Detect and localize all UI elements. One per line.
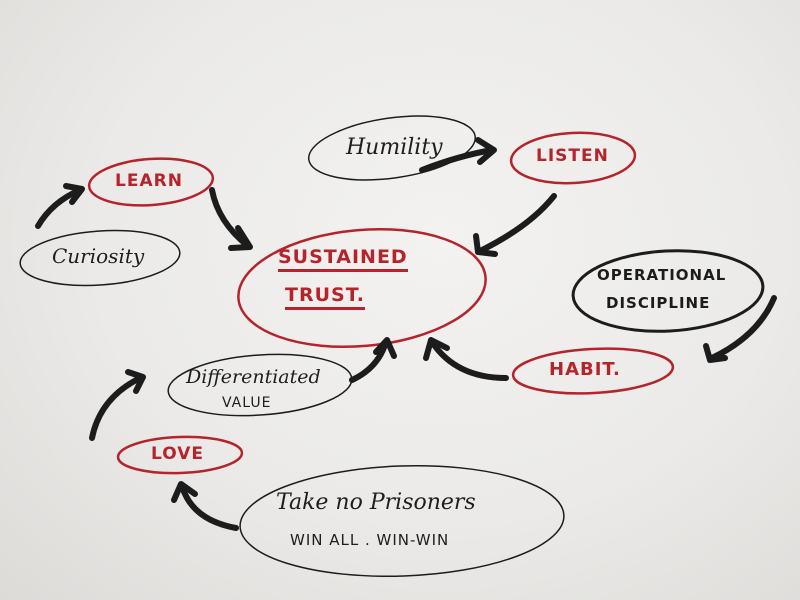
listen-ellipse [509,131,637,185]
arrow-curiosity-to-learn [35,183,85,229]
arrow-humility-to-listen [419,137,497,173]
love-label: LOVE [151,444,204,464]
habit-label: HABIT. [549,359,621,380]
humility-ellipse [307,115,477,181]
operational-label-line1: OPERATIONAL [597,266,727,284]
arrow-operational-to-habit [703,295,777,363]
differentiated-label-line2: VALUE [222,395,272,411]
listen-label: LISTEN [536,146,609,166]
sustained-trust-ellipse [237,227,487,349]
arrow-prisoners-to-love [171,481,239,531]
love-ellipse [116,435,244,475]
arrow-learn-to-trust [209,187,253,251]
sustained-trust-line2: TRUST. [285,286,365,310]
habit-ellipse [511,347,675,395]
curiosity-label: Curiosity [52,244,145,268]
curiosity-ellipse [19,229,181,287]
prisoners-label-line1: Take no Prisoners [276,490,476,515]
sustained-trust-line1: SUSTAINED [278,248,408,272]
prisoners-ellipse [239,464,565,578]
arrow-love-to-value [89,369,146,441]
arrow-habit-to-trust [423,337,509,381]
learn-ellipse [87,157,215,207]
prisoners-label-line2: WIN ALL . WIN-WIN [290,531,450,549]
learn-label: LEARN [115,171,183,191]
operational-discipline-ellipse [571,249,765,333]
humility-label: Humility [346,135,443,160]
operational-label-line2: DISCIPLINE [606,294,711,312]
differentiated-label-line1: Differentiated [186,366,321,388]
arrow-value-to-trust [349,337,397,383]
arrow-listen-to-trust [473,193,557,257]
